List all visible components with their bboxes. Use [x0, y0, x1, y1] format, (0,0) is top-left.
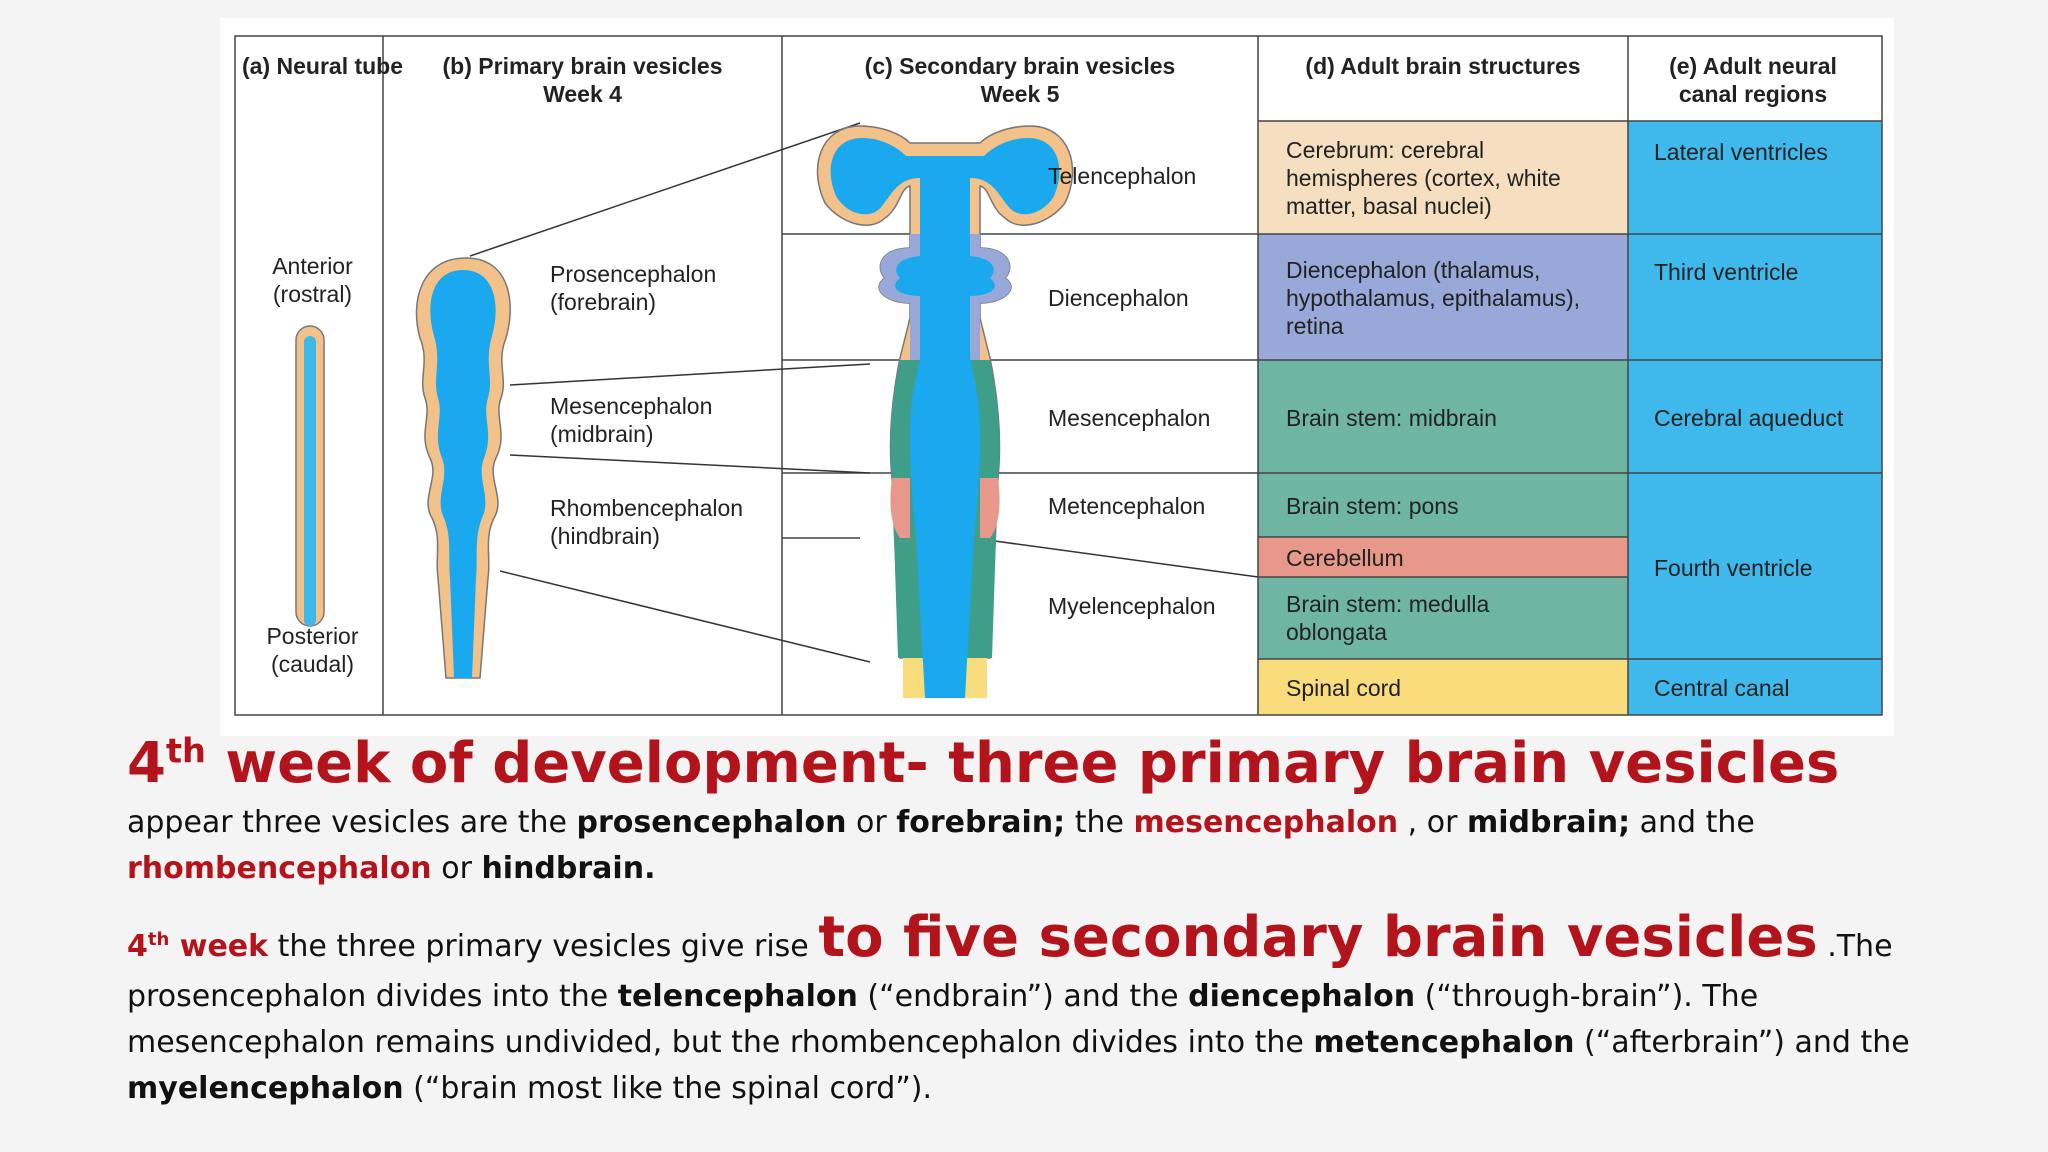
label-prosencephalon: Prosencephalon [550, 261, 717, 287]
label-forebrain: (forebrain) [550, 289, 657, 315]
heading-five-secondary: to five secondary brain vesicles [818, 905, 1818, 970]
label-mesencephalon-primary: Mesencephalon [550, 393, 713, 419]
text-pons: Brain stem: pons [1286, 493, 1459, 519]
text-spinal-cord: Spinal cord [1286, 675, 1402, 701]
cell-cerebellum [1258, 537, 1628, 577]
slide-text: 4th week of development- three primary b… [127, 728, 1927, 1112]
label-metencephalon: Metencephalon [1048, 493, 1206, 519]
label-rhombencephalon: Rhombencephalon [550, 495, 744, 521]
label-diencephalon: Diencephalon [1048, 285, 1189, 311]
text-medulla: Brain stem: medulla oblongata [1286, 591, 1490, 645]
text-third-ventricle: Third ventricle [1654, 259, 1799, 285]
paragraph-secondary-vesicles: 4th week the three primary vesicles give… [127, 905, 1910, 1106]
text-cerebellum: Cerebellum [1286, 545, 1404, 571]
text-diencephalon: Diencephalon (thalamus, hypothalamus, ep… [1286, 257, 1581, 339]
header-canal-regions: (e) Adult neural canal regions [1669, 53, 1837, 107]
neural-tube-drawing [295, 325, 325, 627]
paragraph-primary-vesicles: 4th week of development- three primary b… [127, 731, 1840, 886]
header-primary-week: Week 4 [543, 81, 622, 107]
cell-cerebrum [1258, 121, 1628, 234]
header-primary-vesicles: (b) Primary brain vesicles [442, 53, 723, 79]
label-myelencephalon: Myelencephalon [1048, 593, 1216, 619]
brain-development-figure: (a) Neural tube (b) Primary brain vesicl… [220, 18, 1894, 736]
header-adult-structures: (d) Adult brain structures [1305, 53, 1581, 79]
cell-diencephalon [1258, 234, 1628, 360]
cell-midbrain [1258, 360, 1628, 473]
cell-spinal-cord [1258, 659, 1628, 715]
canal-column [1628, 121, 1882, 715]
text-cerebral-aqueduct: Cerebral aqueduct [1654, 405, 1844, 431]
header-secondary-vesicles: (c) Secondary brain vesicles [864, 53, 1176, 79]
heading-week4: 4th week of development- three primary b… [127, 731, 1840, 796]
header-secondary-week: Week 5 [980, 81, 1060, 107]
header-neural-tube: (a) Neural tube [242, 53, 404, 79]
connector-lines [469, 122, 1259, 663]
label-mesencephalon-secondary: Mesencephalon [1048, 405, 1211, 431]
label-hindbrain: (hindbrain) [550, 523, 660, 549]
text-central-canal: Central canal [1654, 675, 1790, 701]
secondary-vesicles-drawing [816, 125, 1074, 698]
text-cerebrum: Cerebrum: cerebral hemispheres (cortex, … [1286, 137, 1561, 219]
primary-vesicles-drawing [415, 257, 511, 679]
text-fourth-ventricle: Fourth ventricle [1654, 555, 1813, 581]
week4-label: 4th week [127, 929, 269, 964]
label-midbrain: (midbrain) [550, 421, 654, 447]
cell-medulla [1258, 577, 1628, 659]
cell-pons [1258, 473, 1628, 537]
text-lateral-ventricles: Lateral ventricles [1654, 139, 1828, 165]
label-posterior: Posterior (caudal) [266, 623, 359, 677]
label-anterior: Anterior (rostral) [272, 253, 353, 307]
label-telencephalon: Telencephalon [1048, 163, 1197, 189]
figure-graphics [234, 35, 1883, 716]
text-midbrain: Brain stem: midbrain [1286, 405, 1497, 431]
